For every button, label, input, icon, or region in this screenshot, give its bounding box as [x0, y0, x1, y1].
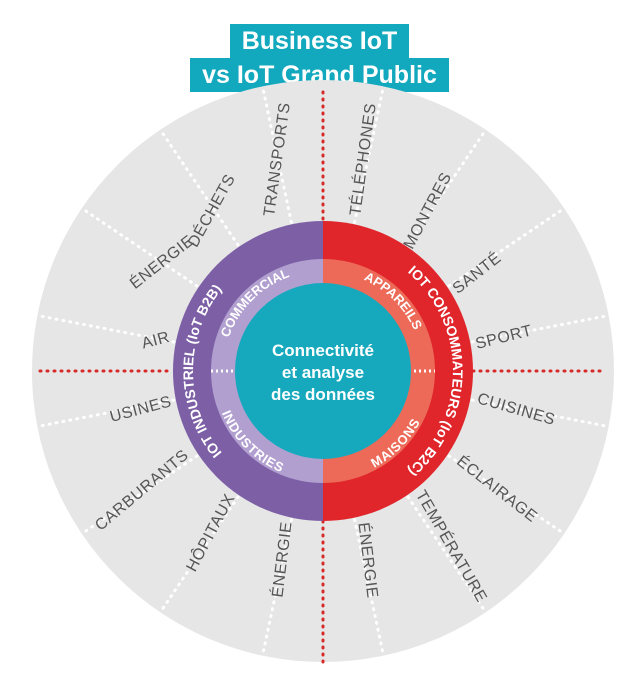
sector-divider-12 [470, 398, 609, 428]
sector-divider-4 [37, 398, 176, 428]
sector-divider-14 [406, 495, 487, 613]
sector-divider-8 [353, 86, 385, 224]
sector-divider-0 [261, 86, 293, 224]
sector-dividers [37, 86, 609, 656]
sector-divider-13 [447, 454, 565, 535]
sector-divider-10 [447, 207, 565, 288]
sector-air: AIR [140, 329, 172, 353]
red-axis-lines [38, 90, 608, 667]
sector-divider-3 [37, 314, 176, 344]
core-line-1: Connectivité [272, 341, 374, 360]
sector-divider-5 [81, 454, 199, 535]
title-line-1: Business IoT [229, 24, 410, 58]
sector-divider-1 [159, 129, 240, 247]
core-line-3: des données [271, 385, 375, 404]
sector-divider-11 [470, 314, 609, 344]
sector-divider-6 [159, 495, 240, 613]
sector-divider-9 [406, 129, 487, 247]
core-line-2: et analyse [282, 363, 364, 382]
core-circle [235, 283, 411, 459]
sector-divider-2 [81, 207, 199, 288]
sector-divider-7 [261, 518, 293, 656]
sector-divider-15 [353, 518, 385, 656]
title-line-1-wrap: Business IoT [0, 24, 639, 58]
